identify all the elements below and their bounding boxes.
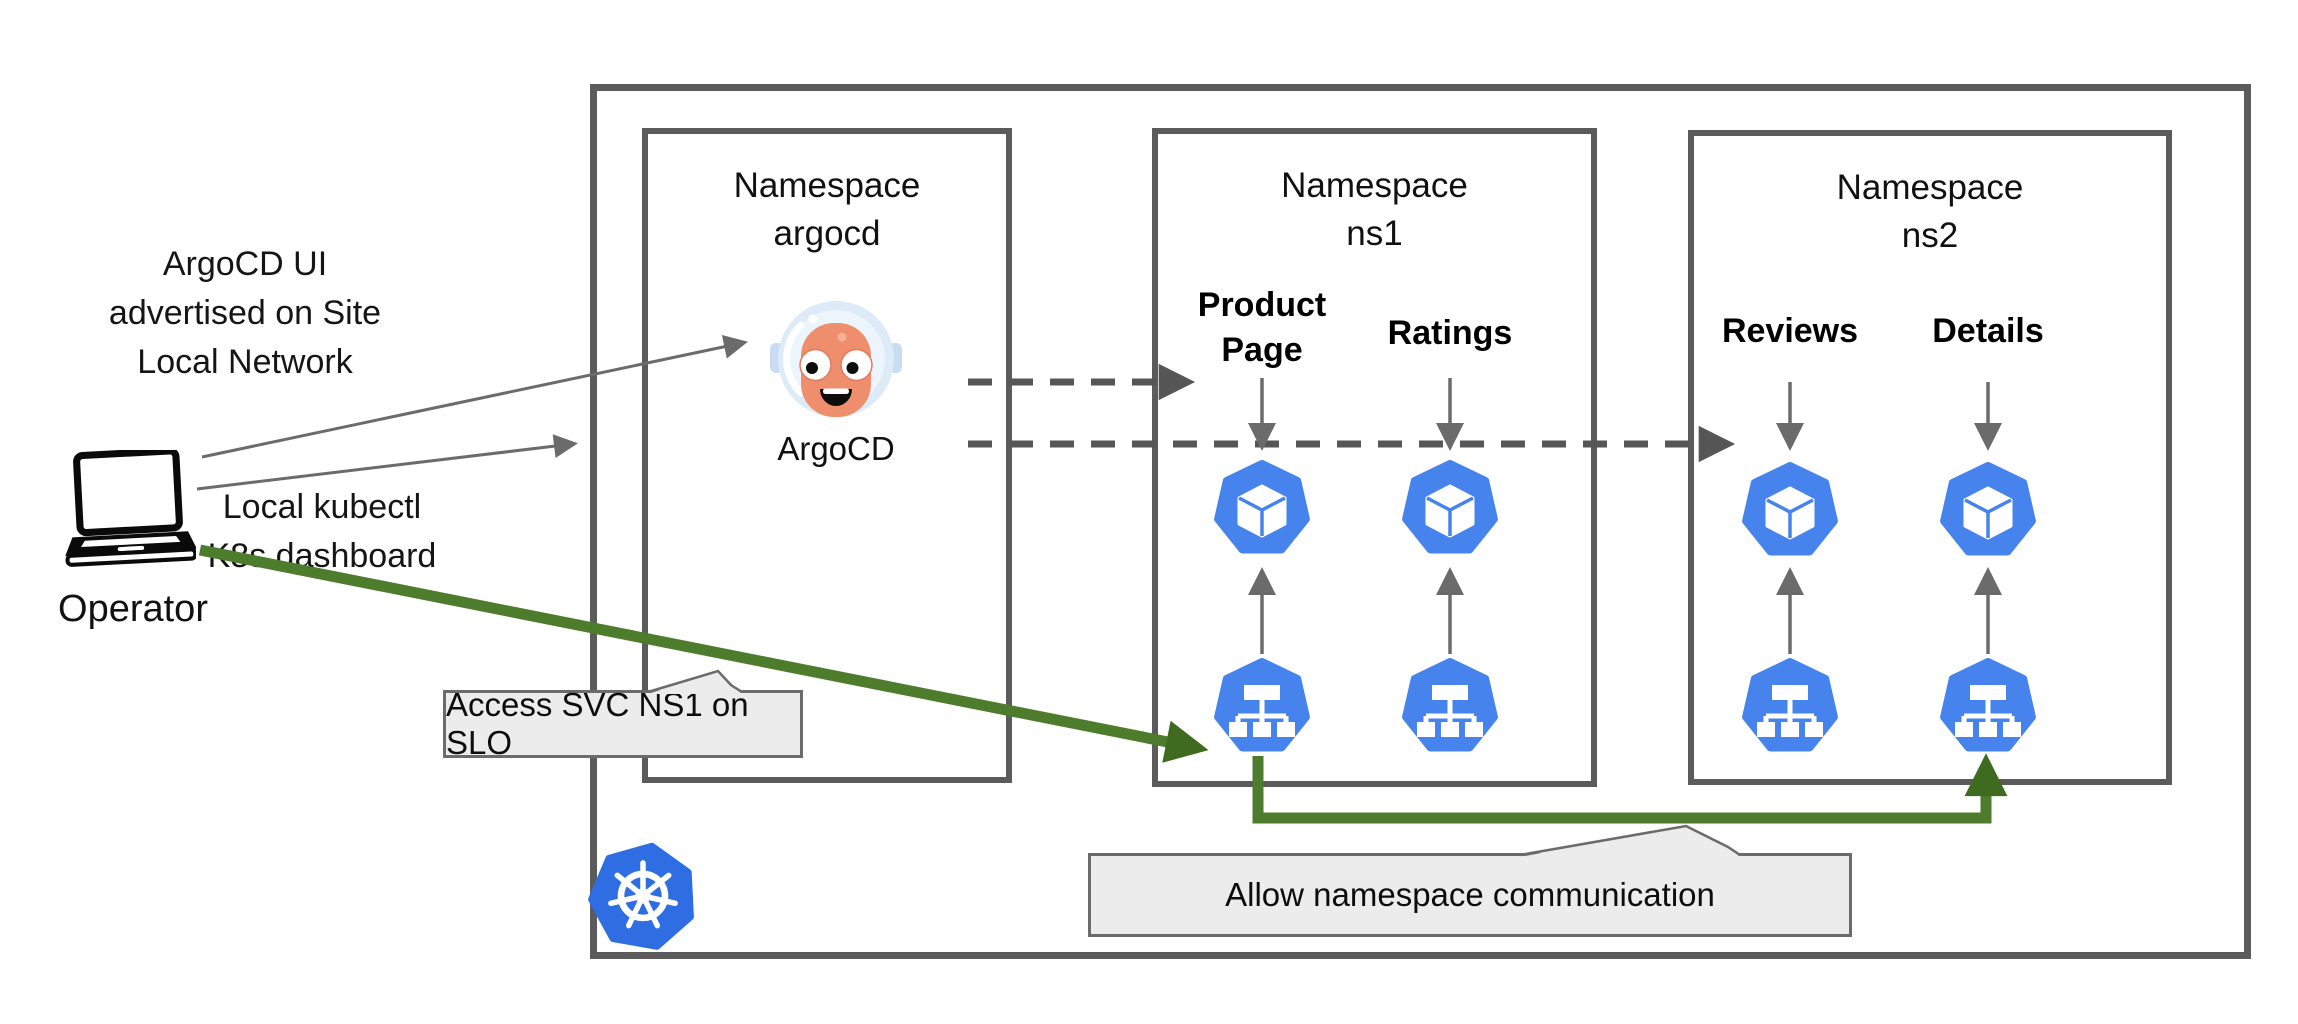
service-label-details: Details — [1932, 312, 2044, 350]
service-label-ratings: Ratings — [1387, 314, 1513, 352]
annotation-argocd-ui: ArgoCD UI advertised on Site Local Netwo… — [108, 245, 382, 381]
operator-label: Operator — [58, 588, 208, 630]
namespace-ns2-title: Namespace ns2 — [1836, 168, 2024, 255]
service-label-reviews: Reviews — [1721, 312, 1859, 350]
callout-access-svc: Access SVC NS1 on SLO — [443, 686, 803, 761]
namespace-argocd-title: Namespace argocd — [733, 166, 921, 253]
service-label-product-page: Product Page — [1197, 286, 1327, 369]
callout-access-svc-text: Access SVC NS1 on SLO — [446, 686, 749, 761]
namespace-ns1-title: Namespace ns1 — [1281, 166, 1468, 253]
callout-allow-namespace-text: Allow namespace communication — [1225, 876, 1715, 913]
namespace-ns1-box: Namespace ns1 — [1152, 128, 1597, 787]
callout-allow-namespace: Allow namespace communication — [1088, 853, 1852, 937]
argocd-app-label: ArgoCD — [777, 430, 895, 467]
cluster-boundary-box — [590, 84, 2251, 959]
annotation-local-kubectl: Local kubectl K8s dashboard — [207, 488, 437, 575]
namespace-ns2-box: Namespace ns2 — [1688, 130, 2172, 785]
